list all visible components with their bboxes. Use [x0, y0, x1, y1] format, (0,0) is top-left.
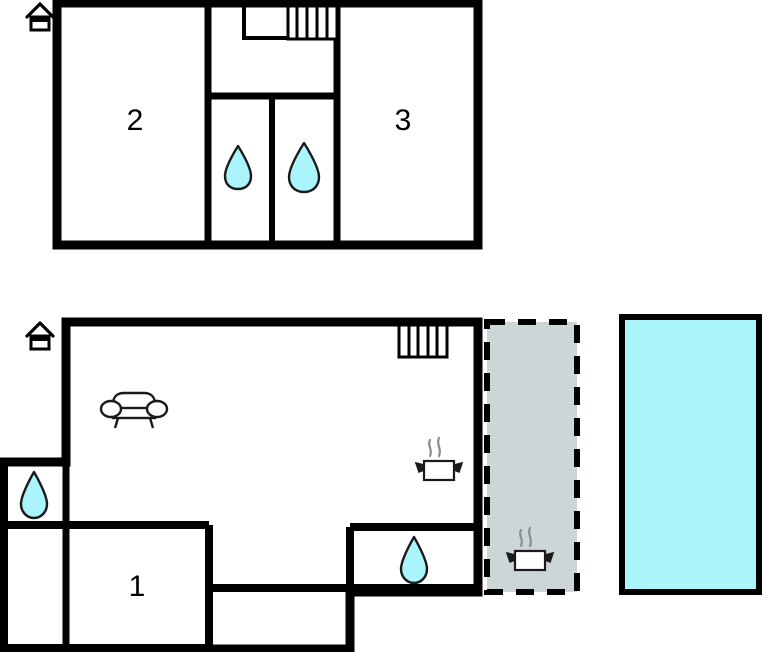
stairs-icon [286, 4, 339, 41]
terrace-area [484, 319, 580, 595]
ground-floor-wall-runs [0, 317, 483, 652]
room-label-2: 2 [127, 104, 144, 137]
water-drop-icon [19, 470, 49, 520]
room-label-1: 1 [129, 570, 146, 603]
water-drop-icon [399, 535, 429, 585]
cooking-pot-icon [414, 436, 464, 482]
ground-floor-group: 1 [0, 314, 762, 652]
house-icon [25, 2, 55, 32]
sofa-icon [99, 391, 169, 429]
upper-floor-group: 2 3 [25, 0, 483, 250]
water-drop-icon [223, 144, 253, 191]
house-icon [25, 321, 55, 351]
pool-area [619, 314, 762, 595]
room-label-3: 3 [395, 104, 412, 137]
cooking-pot-icon [505, 526, 555, 572]
water-drop-icon [287, 141, 321, 194]
stairs-icon [397, 323, 449, 359]
upper-floor-outer-wall [52, 0, 483, 250]
